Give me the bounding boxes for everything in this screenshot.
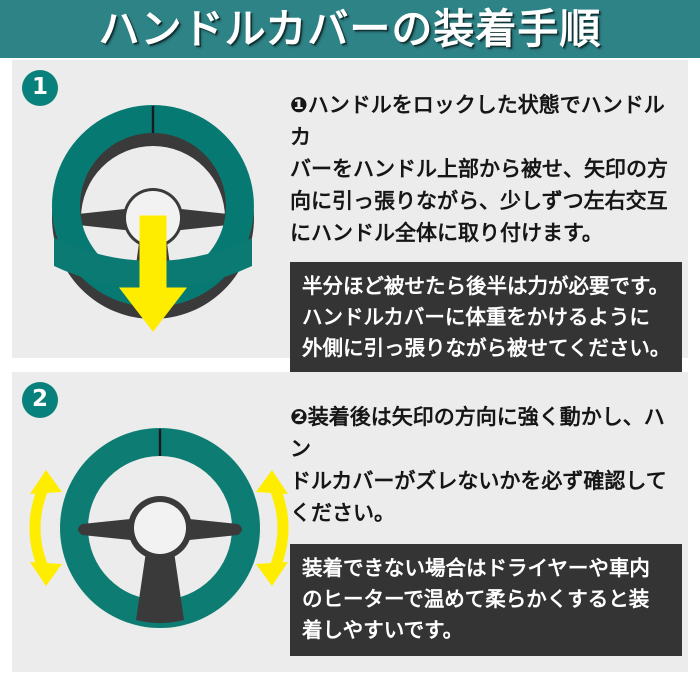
step-1-callout-line-2: ハンドルカバーに体重をかけるように (302, 304, 650, 329)
step-number-badge-1: 1 (22, 70, 58, 106)
curved-arrow-right-icon (256, 470, 289, 586)
page-title: ハンドルカバーの装着手順 (98, 4, 602, 53)
step-1-body: ❶ハンドルをロックした状態でハンドルカ バーをハンドル上部から被せ、矢印の方 向… (290, 90, 682, 250)
step-2-body-line-1: ❷装着後は矢印の方向に強く動かし、ハン (290, 405, 665, 461)
step-1-body-line-3: 向に引っ張りながら、少しずつ左右交互 (290, 188, 668, 213)
step-2-callout: 装着できない場合はドライヤーや車内 のヒーターで温めて柔らかくすると装 着しやす… (290, 543, 682, 657)
step-number-badge-2: 2 (22, 382, 58, 418)
step-1-body-line-1: ❶ハンドルをロックした状態でハンドルカ (290, 93, 665, 149)
steering-wheel-illustration-step2 (20, 400, 290, 660)
step-panel-2: 2 (12, 372, 688, 672)
step-1-callout-line-1: 半分ほど被せたら後半は力が必要です。 (302, 273, 669, 298)
down-arrow-icon (118, 215, 188, 332)
steering-wheel-illustration-step1 (20, 88, 290, 348)
step-1-body-line-2: バーをハンドル上部から被せ、矢印の方 (290, 156, 668, 181)
step-2-text-column: ❷装着後は矢印の方向に強く動かし、ハン ドルカバーがズレないかを必ず確認して く… (290, 402, 682, 657)
step-2-body-line-2: ドルカバーがズレないかを必ず確認して (290, 468, 667, 493)
step-2-callout-line-2: のヒーターで温めて柔らかくすると装 (302, 586, 650, 611)
step-2-body-line-3: ください。 (290, 500, 395, 525)
title-bar: ハンドルカバーの装着手順 (0, 0, 700, 58)
step-1-callout: 半分ほど被せたら後半は力が必要です。 ハンドルカバーに体重をかけるように 外側に… (290, 261, 682, 374)
step-1-body-line-4: にハンドル全体に取り付けます。 (290, 220, 603, 245)
wheel-dark-body (78, 496, 242, 623)
curved-arrow-left-icon (29, 470, 62, 586)
step-2-callout-line-1: 装着できない場合はドライヤーや車内 (302, 555, 650, 580)
step-2-body: ❷装着後は矢印の方向に強く動かし、ハン ドルカバーがズレないかを必ず確認して く… (290, 402, 682, 530)
step-1-callout-line-3: 外側に引っ張りながら被せてください。 (302, 335, 671, 360)
step-panel-1: 1 (12, 60, 688, 374)
step-2-callout-line-3: 着しやすいです。 (302, 617, 464, 642)
step-1-text-column: ❶ハンドルをロックした状態でハンドルカ バーをハンドル上部から被せ、矢印の方 向… (290, 90, 682, 374)
